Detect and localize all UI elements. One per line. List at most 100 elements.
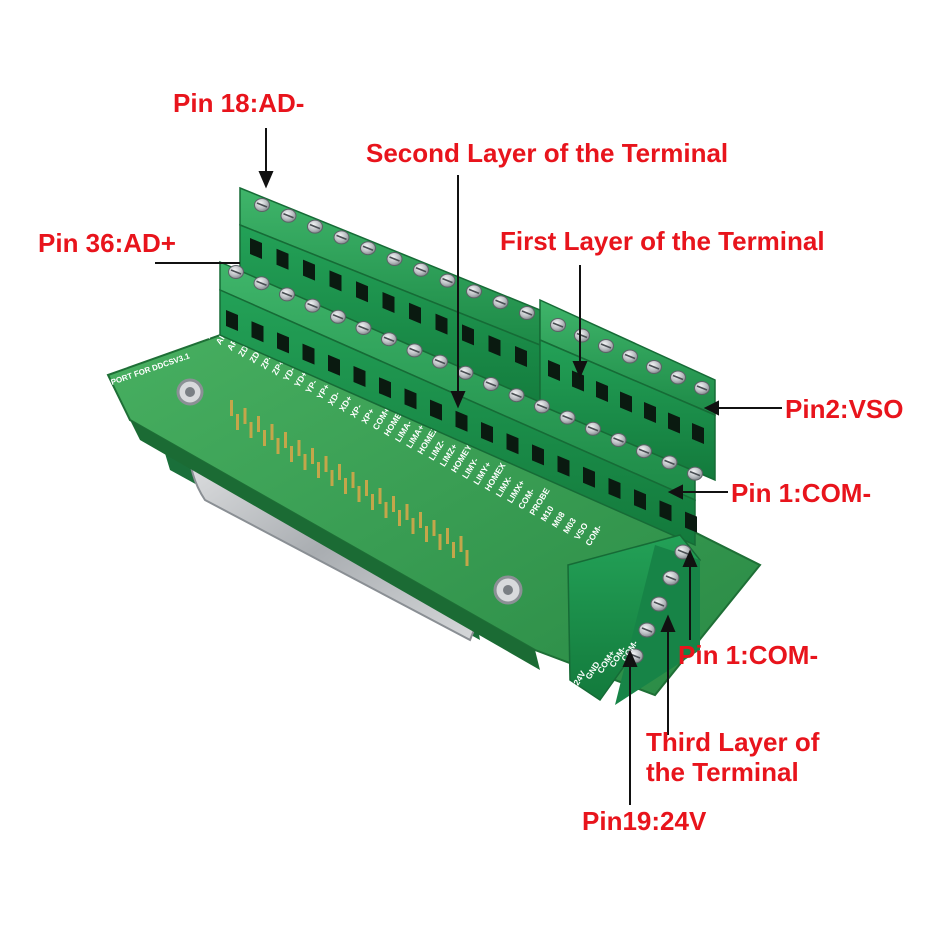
wire-slot [557, 455, 570, 477]
wire-slot [435, 313, 448, 335]
terminal-screw [492, 295, 509, 310]
wire-slot [329, 270, 342, 292]
header-pin [384, 502, 388, 518]
header-pin [357, 486, 361, 502]
header-pin [276, 438, 280, 454]
header-pin [290, 446, 293, 462]
callout-pin19: Pin19:24V [582, 806, 707, 836]
wire-slot [659, 500, 672, 522]
terminal-screw [386, 252, 403, 266]
terminal-screw [280, 208, 297, 223]
terminal-screw [550, 318, 566, 332]
wire-slot [644, 402, 656, 423]
wire-slot [379, 377, 391, 399]
terminal-screw [381, 332, 397, 347]
terminal-screw [333, 230, 350, 245]
wire-slot [685, 511, 697, 533]
callout-third-layer: Third Layer of the Terminal [646, 727, 820, 787]
header-pin [405, 504, 409, 520]
wire-slot [692, 423, 704, 444]
wire-slot [277, 332, 289, 354]
header-pin [365, 480, 368, 496]
terminal-screw [638, 622, 656, 638]
wire-slot [382, 292, 395, 313]
wire-slot [583, 466, 595, 488]
wire-slot [328, 354, 340, 376]
header-pin [230, 400, 233, 416]
wire-slot [455, 410, 468, 432]
wire-slot [481, 422, 493, 443]
terminal-screw [483, 377, 499, 391]
terminal-screw [355, 321, 372, 335]
header-pin [432, 520, 436, 536]
terminal-screw [636, 444, 652, 459]
callout-pin18: Pin 18:AD- [173, 88, 305, 118]
terminal-screw [670, 370, 686, 385]
terminal-screw [662, 570, 680, 586]
header-pin [249, 422, 253, 438]
header-pin [438, 534, 442, 550]
header-pin [263, 430, 266, 446]
header-pin [398, 510, 401, 526]
terminal-screw [622, 349, 638, 364]
terminal-screw [674, 544, 692, 560]
wire-slot [620, 391, 632, 413]
header-pin [297, 440, 301, 456]
callout-pin1-right: Pin 1:COM- [731, 478, 872, 508]
wire-slot [226, 310, 238, 331]
header-pin [311, 448, 314, 464]
wire-slot [409, 302, 421, 324]
callout-pin36: Pin 36:AD+ [38, 228, 176, 258]
wire-slot [596, 381, 608, 402]
header-pin [338, 464, 341, 480]
terminal-screw [254, 198, 270, 212]
header-pin [344, 478, 347, 494]
wire-slot [303, 259, 315, 281]
header-pin [236, 414, 239, 430]
wire-slot [462, 324, 474, 346]
callout-first-layer: First Layer of the Terminal [500, 226, 825, 256]
terminal-screw [519, 306, 535, 320]
header-pin [257, 416, 260, 432]
callout-pin2: Pin2:VSO [785, 394, 904, 424]
wire-slot [353, 366, 366, 387]
header-pin [378, 488, 382, 504]
wire-slot [302, 343, 315, 365]
terminal-screw [432, 354, 448, 369]
wire-slot [488, 335, 501, 357]
header-pin [452, 542, 455, 558]
terminal-screw [228, 265, 244, 279]
terminal-screw [559, 410, 576, 425]
header-pin [371, 494, 374, 510]
header-pin [270, 424, 274, 440]
header-pin [243, 408, 247, 424]
header-pin [351, 472, 355, 488]
header-pin [425, 526, 428, 542]
wire-slot [276, 248, 289, 270]
header-pin [284, 432, 287, 448]
leader-lines [155, 128, 782, 805]
terminal-screw [307, 219, 323, 234]
terminal-screw [574, 328, 590, 343]
wire-slot [634, 489, 646, 511]
callout-pin1-small: Pin 1:COM- [678, 640, 819, 670]
wire-slot [506, 433, 519, 455]
terminal-screw [508, 388, 525, 403]
terminal-screw [406, 343, 423, 358]
header-pin [459, 536, 463, 552]
terminal-screw [650, 596, 668, 612]
header-pin [411, 518, 415, 534]
terminal-screw [304, 298, 321, 313]
wire-slot [515, 346, 527, 367]
terminal-screw [534, 399, 550, 414]
terminal-screw [598, 339, 614, 353]
terminal-screw [610, 433, 627, 447]
wire-slot [404, 388, 417, 410]
terminal-screw [413, 262, 429, 277]
terminal-screw [439, 273, 456, 288]
header-pin [330, 470, 334, 486]
terminal-screw [694, 381, 710, 395]
wire-slot [548, 360, 560, 381]
